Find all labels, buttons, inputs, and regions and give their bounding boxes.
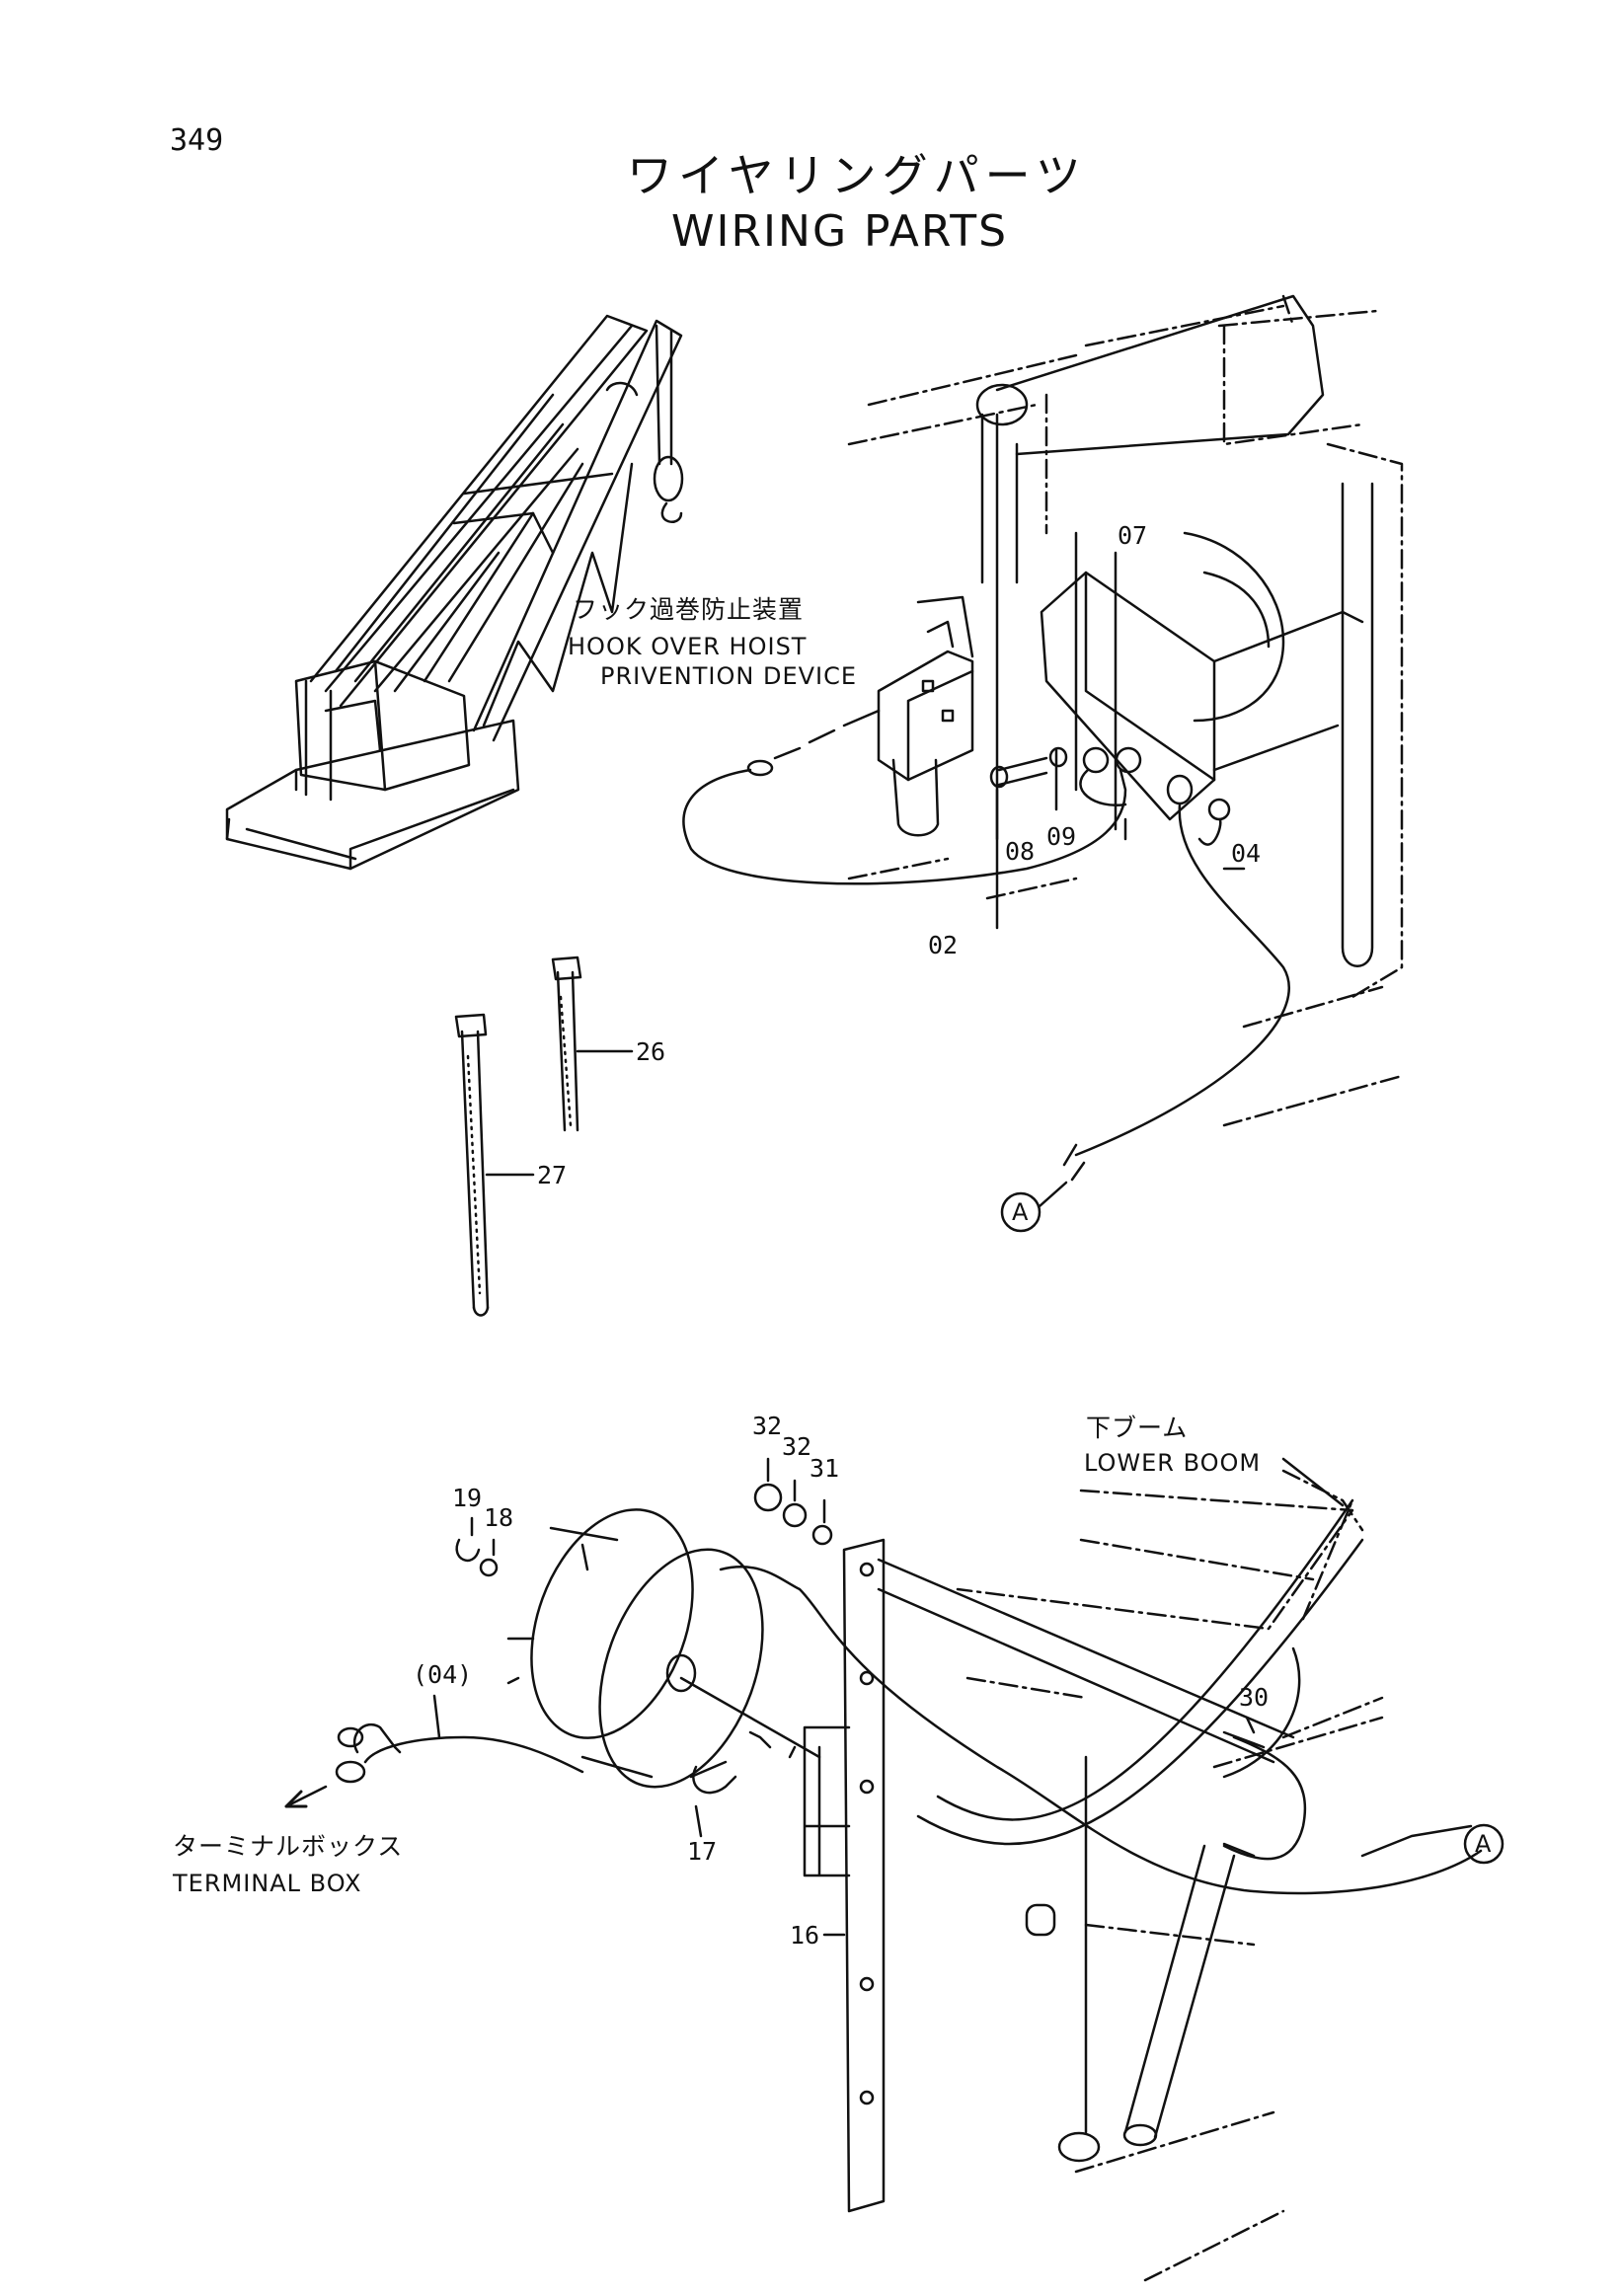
label-hook-device-en-1: HOOK OVER HOIST [568,633,808,660]
callout-17: 17 [687,1837,718,1866]
callout-32-first: 32 [752,1412,783,1440]
callout-08: 08 [1005,837,1036,866]
cable-ties [454,956,634,1317]
callout-31: 31 [810,1454,840,1483]
lower-boom-assembly [284,1457,1504,2282]
boom-tip-assembly [682,294,1404,1233]
reference-a-lower: A [1475,1830,1493,1858]
callout-04: 04 [1231,839,1262,868]
title-japanese: ワイヤリングパーツ [627,149,1087,202]
callout-04-reference: (04) [413,1660,473,1689]
callout-26: 26 [636,1037,666,1066]
label-lower-boom-en: LOWER BOOM [1084,1449,1262,1477]
callout-32-second: 32 [782,1432,812,1461]
callout-16: 16 [790,1921,820,1950]
label-terminal-box-jp: ターミナルボックス [173,1832,404,1861]
callout-18: 18 [484,1503,514,1532]
callout-07: 07 [1118,521,1148,550]
callout-02: 02 [928,931,959,959]
callout-09: 09 [1046,822,1077,851]
label-hook-device-en-2: PRIVENTION DEVICE [600,662,858,690]
page-number: 349 [170,123,224,158]
reference-a-upper: A [1012,1198,1030,1226]
label-lower-boom-jp: 下ブーム [1086,1414,1189,1442]
label-terminal-box-en: TERMINAL BOX [173,1870,362,1897]
crane-illustration [225,314,684,871]
callout-30: 30 [1239,1683,1270,1712]
label-hook-device-jp: フック過巻防止装置 [573,595,805,624]
callout-27: 27 [537,1161,568,1189]
callout-19: 19 [452,1484,483,1512]
title-english: WIRING PARTS [671,206,1009,257]
